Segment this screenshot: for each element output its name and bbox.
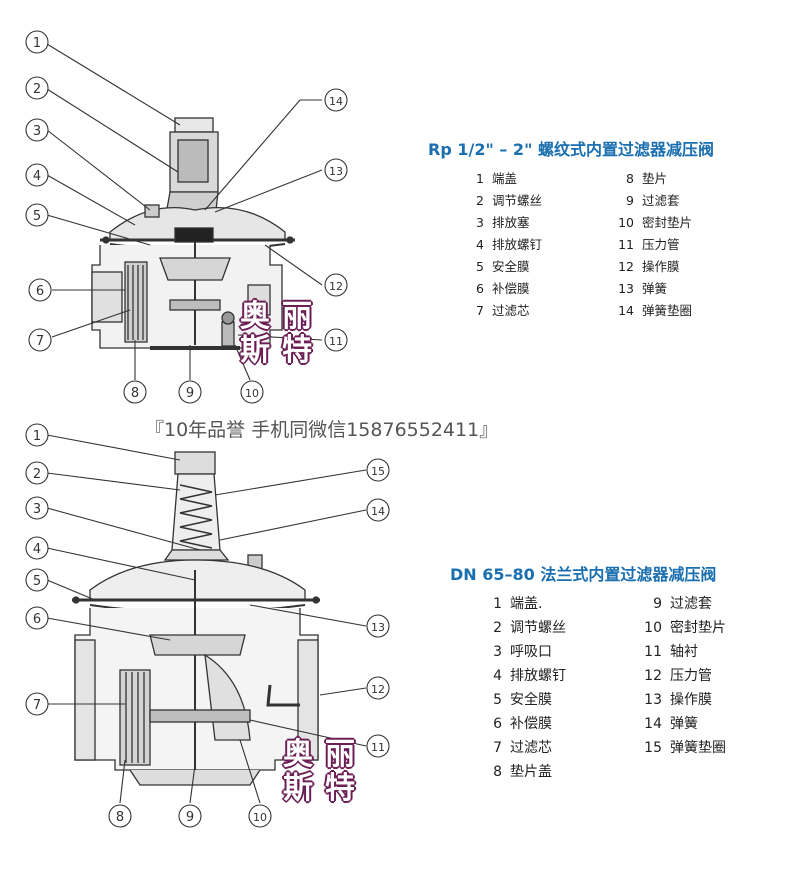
watermark-top: 奥丽 斯特 <box>240 299 324 368</box>
callout-11: 11 <box>371 741 385 754</box>
callout-1: 1 <box>33 36 41 51</box>
callout-5: 5 <box>33 574 41 589</box>
callout-2: 2 <box>33 82 41 97</box>
callout-5: 5 <box>33 209 41 224</box>
callout-13: 13 <box>329 165 343 178</box>
callout-4: 4 <box>33 542 41 557</box>
watermark-bottom: 奥丽 斯特 <box>283 737 367 806</box>
callout-12: 12 <box>329 280 343 293</box>
callout-3: 3 <box>33 502 41 517</box>
callout-10: 10 <box>245 387 259 400</box>
callout-6: 6 <box>36 284 44 299</box>
valve-diagram-top: 1 2 3 4 5 6 7 8 9 10 11 12 13 14 <box>25 30 348 404</box>
callout-14: 14 <box>371 505 385 518</box>
callout-8: 8 <box>131 386 139 401</box>
callout-2: 2 <box>33 467 41 482</box>
callout-3: 3 <box>33 124 41 139</box>
callout-7: 7 <box>36 334 44 349</box>
valve-diagram-bottom: 1 2 3 4 5 6 7 8 9 10 11 12 13 14 15 <box>25 423 390 828</box>
contact-banner: 『10年品誉 手机同微信15876552411』 <box>145 419 499 441</box>
callout-9: 9 <box>186 810 194 825</box>
diagram1-title: Rp 1/2" – 2" 螺纹式内置过滤器减压阀 <box>428 140 714 159</box>
callout-7: 7 <box>33 698 41 713</box>
callout-4: 4 <box>33 169 41 184</box>
callout-12: 12 <box>371 683 385 696</box>
callout-13: 13 <box>371 621 385 634</box>
callout-15: 15 <box>371 465 385 478</box>
callout-1: 1 <box>33 429 41 444</box>
callout-8: 8 <box>116 810 124 825</box>
callout-6: 6 <box>33 612 41 627</box>
callout-14: 14 <box>329 95 343 108</box>
callout-10: 10 <box>253 811 267 824</box>
callout-9: 9 <box>186 386 194 401</box>
diagram2-title: DN 65–80 法兰式内置过滤器减压阀 <box>450 565 717 584</box>
callout-11: 11 <box>329 335 343 348</box>
